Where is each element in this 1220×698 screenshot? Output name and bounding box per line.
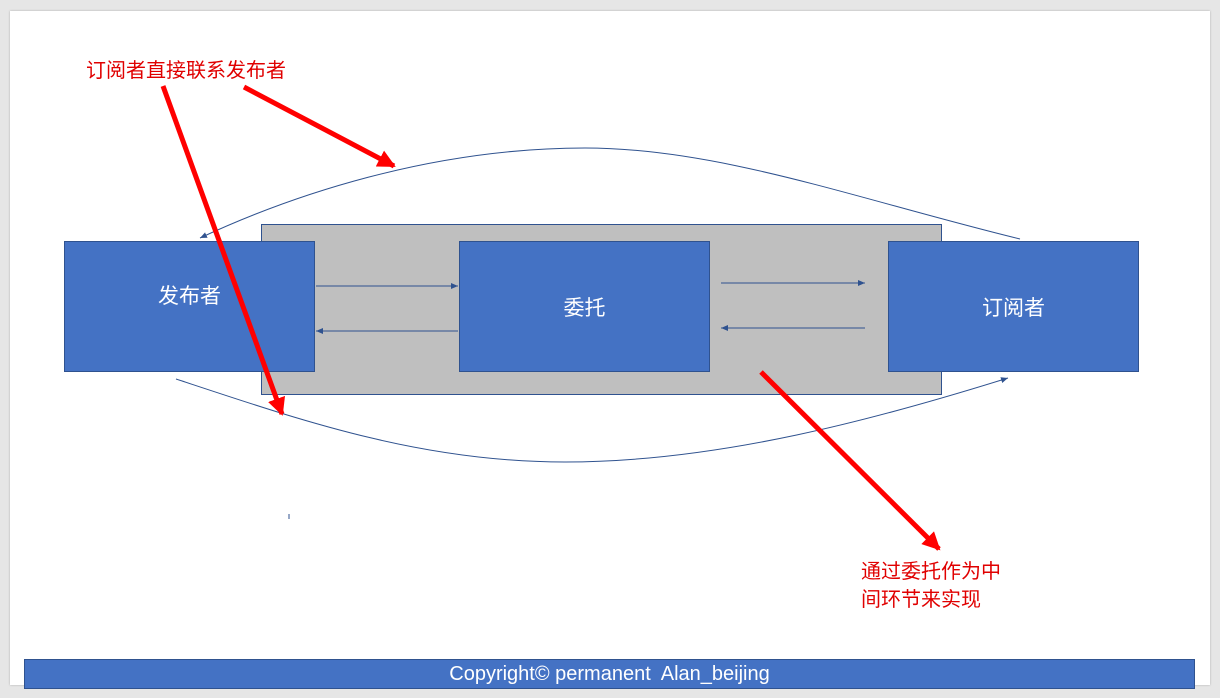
publisher-label: 发布者 xyxy=(158,283,221,308)
subscriber-box: 订阅者 xyxy=(888,241,1139,372)
annotation-via-delegate-line2: 间环节来实现 xyxy=(861,587,981,611)
delegate-label: 委托 xyxy=(563,295,606,320)
annotation-direct-contact: 订阅者直接联系发布者 xyxy=(86,58,286,82)
subscriber-label: 订阅者 xyxy=(982,295,1045,320)
annotation-via-delegate-line1: 通过委托作为中 xyxy=(861,559,1001,583)
annotation-via-delegate: 通过委托作为中 间环节来实现 xyxy=(861,557,1001,613)
copyright-bar: Copyright© permanent Alan_beijing xyxy=(24,659,1195,689)
copyright-text: Copyright© permanent Alan_beijing xyxy=(449,662,770,685)
publisher-box: 发布者 xyxy=(64,241,315,372)
delegate-box: 委托 xyxy=(459,241,710,372)
